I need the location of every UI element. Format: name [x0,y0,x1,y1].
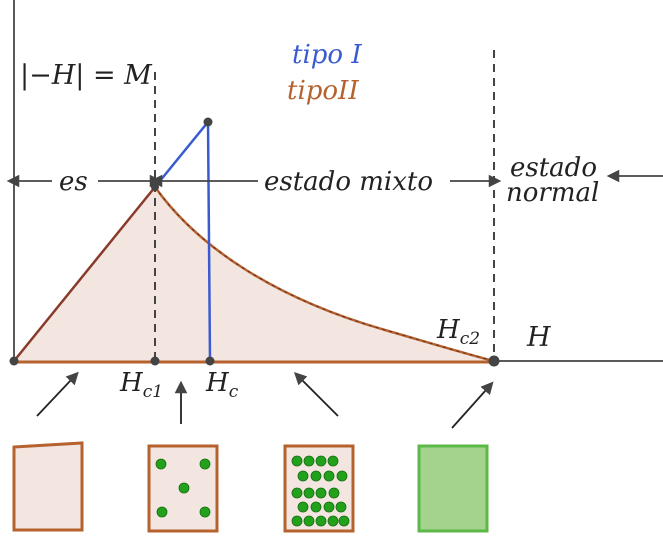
type-one-label: tipo I [292,40,362,70]
vortex-dot [315,487,327,499]
vortex-dot [327,515,339,527]
vortex-dot [303,515,315,527]
vortex-dot [338,515,350,527]
vortex-dot [323,470,335,482]
meissner-state-box [12,441,84,532]
peak-point [151,183,159,191]
mixed-region-label: estado mixto [264,167,433,197]
hc1-label: Hc1 [119,368,163,402]
type-one-peak-point [203,117,213,127]
vortex-dot [310,470,322,482]
pointer-arrow-1 [36,371,79,417]
few-vortices-dots [155,458,211,518]
hc-point [205,356,215,366]
vortex-dot [335,501,347,513]
pointer-arrow-3 [293,371,339,417]
pointer-arrow-4 [451,381,494,429]
vortex-dot [291,487,303,499]
type-two-curve-dash [154,186,495,362]
vortex-dot [156,506,168,518]
vortex-dot [310,501,322,513]
vortex-dot [327,455,339,467]
type-one-rising-line [154,121,209,188]
vortex-dot [328,487,340,499]
normal-state-box [417,444,489,533]
vortex-dot [297,470,309,482]
vortex-dot [323,501,335,513]
vortex-dot [336,470,348,482]
type-two-fill-region [14,187,494,361]
vortex-dot [297,501,309,513]
vortex-dot [303,455,315,467]
vortex-dot [291,455,303,467]
vortex-dot [315,515,327,527]
hc2-label: Hc2 [436,315,480,349]
type-two-label: tipoII [287,76,359,106]
type-one-drop-line [206,121,212,362]
vortex-dot [303,487,315,499]
many-vortices-dots [291,455,350,527]
hc1-point [150,356,160,366]
hc2-point [488,355,500,367]
es-region-label: es [59,167,88,197]
type-two-rising-line [13,186,156,362]
hc-label: Hc [205,368,239,402]
y-axis-label: |−H| = M [20,60,153,91]
vortex-dot [155,458,167,470]
normal-region-label-1: estado [510,153,597,183]
vortex-dot [315,455,327,467]
origin-point [9,356,19,366]
vortex-dot [199,506,211,518]
normal-region-label-2: normal [506,178,599,208]
vortex-dot [199,458,211,470]
h-axis-label: H [526,322,551,353]
vortex-dot [291,515,303,527]
vortex-dot [178,482,190,494]
